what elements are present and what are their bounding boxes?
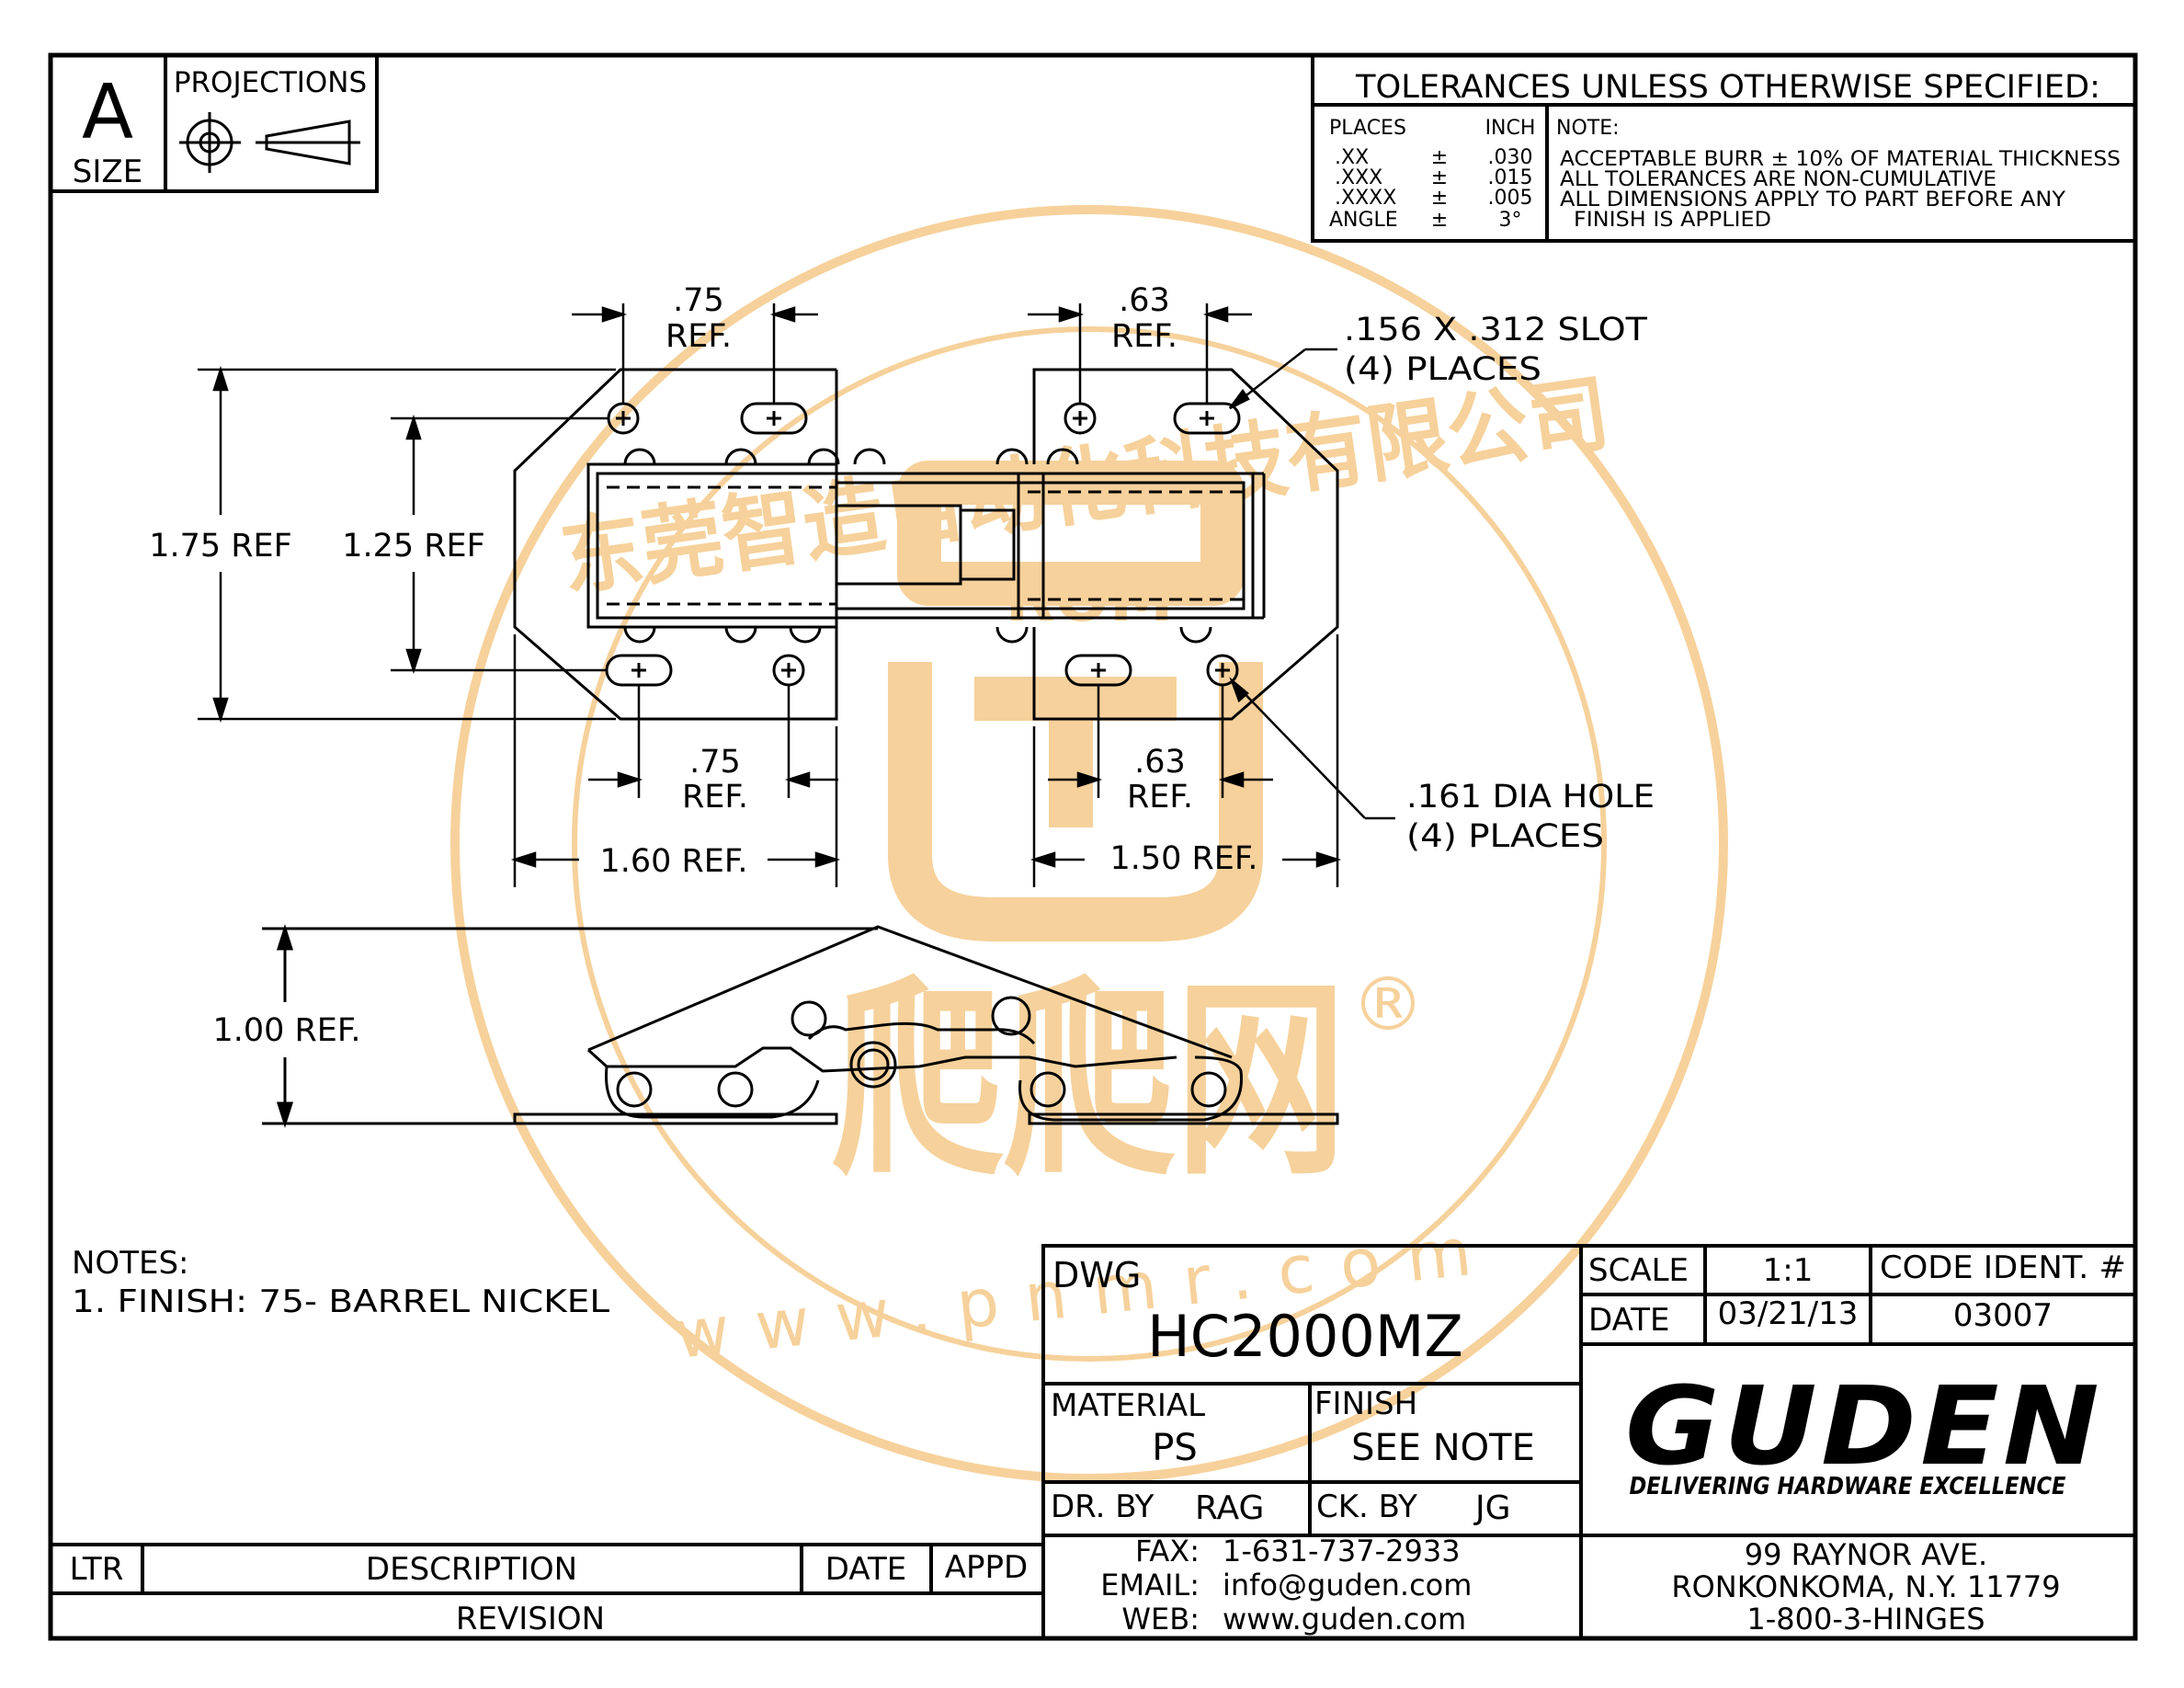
revision-col-date: DATE bbox=[825, 1551, 906, 1588]
watermark-ring-inner bbox=[572, 326, 1607, 1362]
checked-by-label: CK. BY bbox=[1316, 1488, 1417, 1525]
plan-dimension-labels: .75 REF. .63 REF. .156 X .312 SLOT (4) P… bbox=[149, 282, 1655, 880]
notes-item: 1. FINISH: 75- BARREL NICKEL bbox=[72, 1283, 609, 1320]
slot-note: .156 X .312 SLOT bbox=[1344, 312, 1648, 348]
dim-bottom-left-value: .75 bbox=[689, 744, 741, 781]
watermark-brand-main: 爬爬网 bbox=[832, 959, 1347, 1204]
date-label: DATE bbox=[1588, 1302, 1669, 1339]
hole-note: .161 DIA HOLE bbox=[1406, 779, 1655, 815]
revision-label: REVISION bbox=[456, 1601, 605, 1637]
tolerance-row-value: .005 bbox=[1488, 187, 1533, 210]
size-block bbox=[49, 53, 379, 193]
tolerance-col-places: PLACES bbox=[1329, 117, 1406, 140]
size-label: SIZE bbox=[73, 154, 142, 190]
fax-value: 1-631-737-2933 bbox=[1223, 1534, 1461, 1568]
revision-col-description: DESCRIPTION bbox=[366, 1551, 577, 1588]
email-label: EMAIL: bbox=[1100, 1568, 1200, 1602]
tolerance-note-line: ACCEPTABLE BURR ± 10% OF MATERIAL THICKN… bbox=[1560, 148, 2121, 171]
hole-places: (4) PLACES bbox=[1406, 818, 1604, 855]
tolerance-block bbox=[1311, 53, 2137, 243]
tolerance-row-pm: ± bbox=[1431, 146, 1448, 169]
scale-value: 1:1 bbox=[1763, 1252, 1814, 1289]
drawn-by-value: RAG bbox=[1195, 1489, 1264, 1527]
email-value: info@guden.com bbox=[1223, 1568, 1472, 1602]
tolerance-title: TOLERANCES UNLESS OTHERWISE SPECIFIED: bbox=[1355, 69, 2100, 106]
scale-label: SCALE bbox=[1588, 1252, 1689, 1289]
watermark-registered-mark: ® bbox=[1351, 962, 1425, 1047]
dim-top-right-value: .63 bbox=[1119, 282, 1170, 319]
dim-height-outer: 1.75 REF bbox=[149, 528, 292, 565]
dim-top-right-ref: REF. bbox=[1111, 318, 1177, 355]
company-logo: GUDEN bbox=[1625, 1363, 2103, 1489]
revision-col-ltr: LTR bbox=[70, 1551, 124, 1588]
dwg-number: HC2000MZ bbox=[1147, 1303, 1463, 1370]
tolerance-note-line: ALL DIMENSIONS APPLY TO PART BEFORE ANY bbox=[1560, 188, 2066, 211]
dwg-label: DWG bbox=[1052, 1255, 1141, 1295]
dim-top-left-ref: REF. bbox=[665, 318, 732, 355]
drawn-by-label: DR. BY bbox=[1051, 1488, 1155, 1525]
tolerance-row-places: .XXXX bbox=[1335, 187, 1396, 210]
dim-top-left-value: .75 bbox=[673, 282, 724, 319]
tolerance-col-inch: INCH bbox=[1485, 117, 1536, 140]
revision-col-appd: APPD bbox=[945, 1549, 1028, 1586]
tolerance-row-value: .030 bbox=[1488, 146, 1533, 169]
company-tagline: DELIVERING HARDWARE EXCELLENCE bbox=[1630, 1473, 2066, 1500]
tolerance-note-line: ALL TOLERANCES ARE NON-CUMULATIVE bbox=[1560, 168, 1996, 191]
tolerance-row-places: .XXX bbox=[1335, 166, 1382, 189]
tolerance-row-places: ANGLE bbox=[1329, 209, 1398, 232]
finish-value: SEE NOTE bbox=[1351, 1427, 1535, 1469]
tolerance-row-value: .015 bbox=[1488, 166, 1533, 189]
tolerance-row-pm: ± bbox=[1431, 187, 1448, 210]
first-angle-projection-icon bbox=[179, 112, 360, 173]
hinge-plan-view bbox=[513, 368, 1339, 721]
dim-width-left: 1.60 REF. bbox=[599, 843, 747, 880]
dim-side-height: 1.00 REF. bbox=[212, 1012, 360, 1049]
dim-bottom-right-ref: REF. bbox=[1127, 779, 1193, 815]
slot-places: (4) PLACES bbox=[1344, 351, 1541, 388]
address-line1: 99 RAYNOR AVE. bbox=[1745, 1537, 1987, 1572]
web-value: www.guden.com bbox=[1223, 1602, 1466, 1637]
tolerance-note-line: FINISH IS APPLIED bbox=[1574, 209, 1771, 232]
tolerance-note-label: NOTE: bbox=[1556, 117, 1620, 140]
hinge-side-view bbox=[262, 924, 1339, 1128]
code-ident-value: 03007 bbox=[1953, 1297, 2053, 1334]
watermark-ring-outer bbox=[450, 205, 1728, 1483]
tolerance-rows: .XX ± .030 .XXX ± .015 .XXXX ± .005 ANGL… bbox=[1329, 146, 1532, 232]
revision-block-grid bbox=[51, 1543, 1043, 1595]
title-block-grid bbox=[1041, 1244, 2137, 1640]
size-letter: A bbox=[82, 69, 133, 156]
address-line2: RONKONKOMA, N.Y. 11779 bbox=[1671, 1569, 2060, 1604]
finish-label: FINISH bbox=[1314, 1386, 1417, 1422]
material-value: PS bbox=[1152, 1427, 1198, 1469]
tolerance-row-pm: ± bbox=[1431, 166, 1448, 189]
plan-dimension-lines bbox=[198, 303, 1395, 887]
tolerance-row-pm: ± bbox=[1431, 209, 1448, 232]
web-label: WEB: bbox=[1121, 1602, 1200, 1637]
code-ident-label: CODE IDENT. # bbox=[1880, 1249, 2126, 1286]
projections-label: PROJECTIONS bbox=[174, 66, 367, 99]
tolerance-row-value: 3° bbox=[1499, 209, 1522, 232]
material-label: MATERIAL bbox=[1051, 1387, 1205, 1424]
dim-width-right: 1.50 REF. bbox=[1109, 840, 1257, 877]
company-phone: 1-800-3-HINGES bbox=[1746, 1602, 1985, 1637]
date-value: 03/21/13 bbox=[1718, 1295, 1859, 1332]
dim-bottom-right-value: .63 bbox=[1134, 744, 1186, 781]
fax-label: FAX: bbox=[1135, 1534, 1200, 1568]
checked-by-value: JG bbox=[1473, 1489, 1511, 1527]
dim-height-inner: 1.25 REF bbox=[342, 528, 485, 565]
notes-title: NOTES: bbox=[72, 1245, 188, 1282]
dim-bottom-left-ref: REF. bbox=[682, 779, 748, 815]
tolerance-row-places: .XX bbox=[1335, 146, 1369, 169]
